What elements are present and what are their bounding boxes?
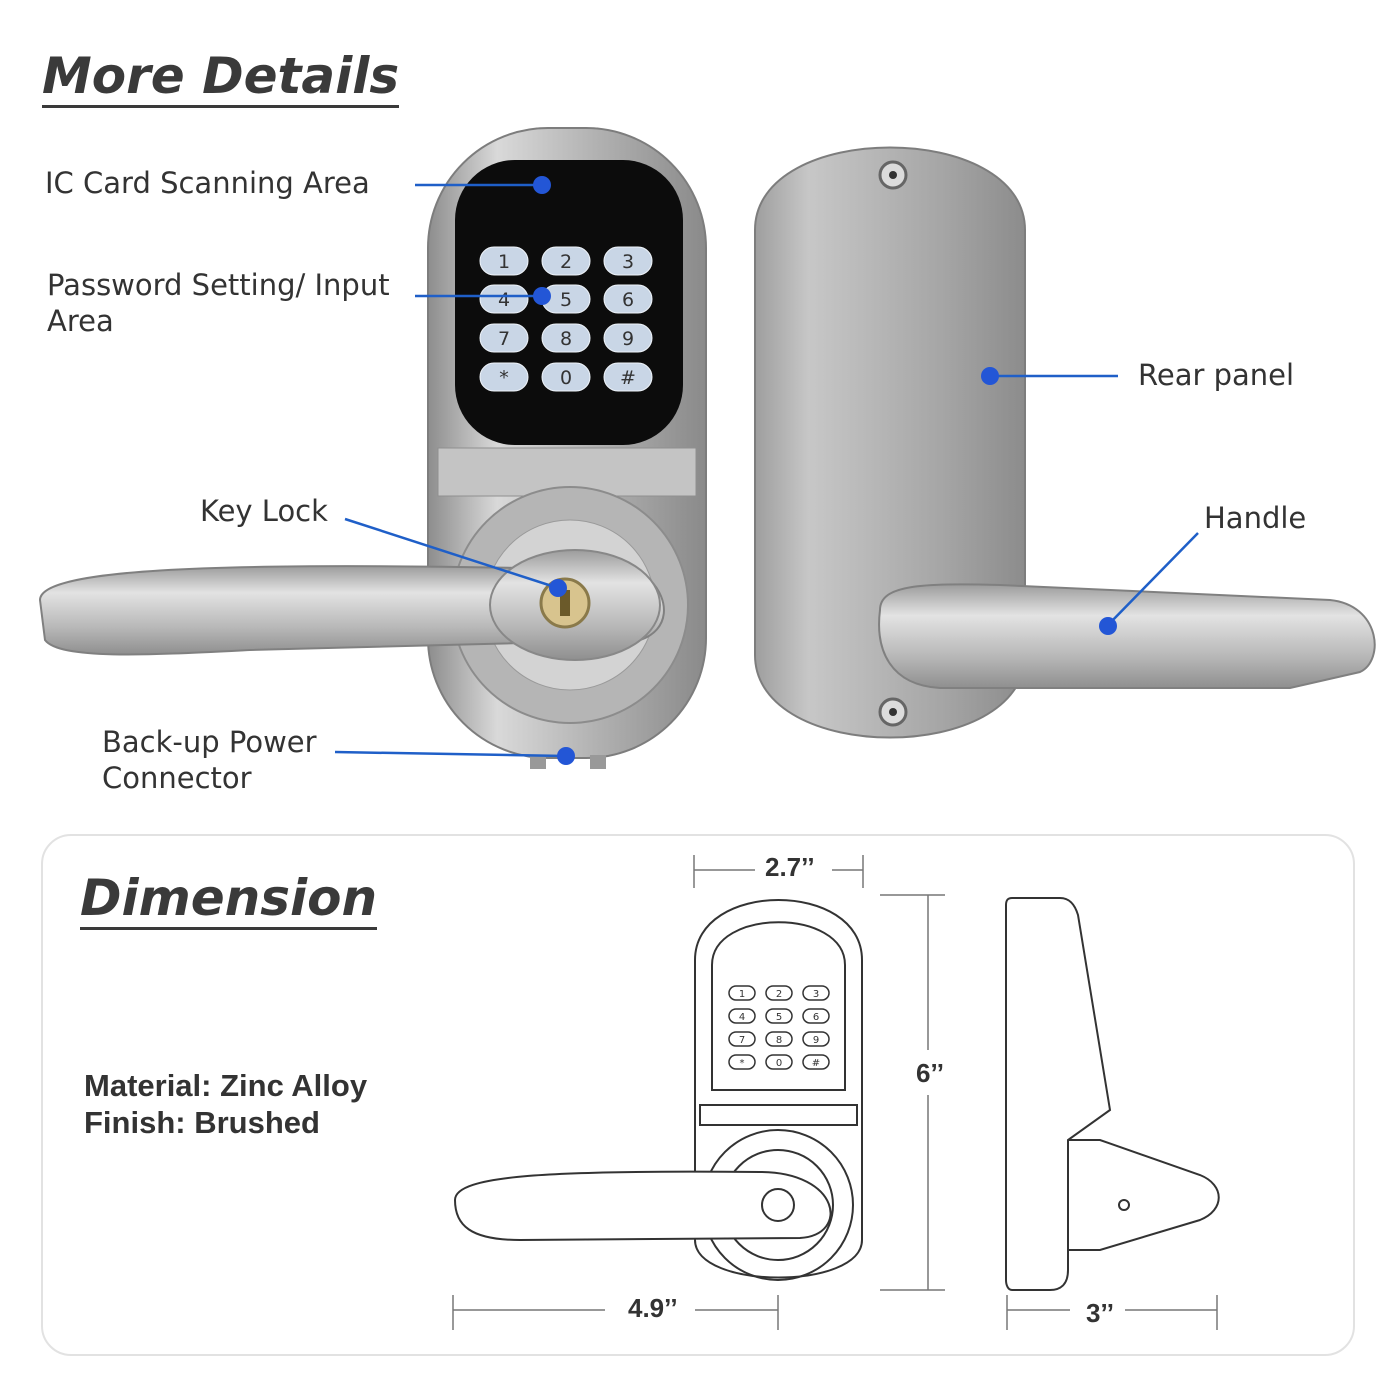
more-details-heading: More Details bbox=[42, 50, 400, 108]
keypad-key-label: 0 bbox=[560, 367, 572, 389]
mini-key-label: * bbox=[740, 1058, 745, 1069]
keypad-key-label: 7 bbox=[498, 328, 510, 350]
keypad-key-label: * bbox=[499, 367, 509, 389]
length-dimension: 4.9’’ bbox=[628, 1293, 678, 1323]
key-lock-label: Key Lock bbox=[200, 494, 328, 528]
keypad-key: 4 bbox=[479, 284, 529, 314]
height-dimension: 6’’ bbox=[916, 1058, 944, 1088]
mini-key: * bbox=[728, 1054, 756, 1070]
keypad-key: 6 bbox=[603, 284, 653, 314]
dimension-panel bbox=[41, 834, 1355, 1356]
keypad-key: * bbox=[479, 362, 529, 392]
keypad-key: 2 bbox=[541, 246, 591, 276]
dot-ic bbox=[533, 176, 551, 194]
rear-lock bbox=[754, 146, 1376, 739]
keypad-keys: 1 2 3 4 5 6 7 8 9 * 0 # bbox=[479, 246, 653, 392]
rear-handle bbox=[878, 583, 1376, 689]
mini-key-label: 4 bbox=[739, 1012, 745, 1023]
ic-card-label: IC Card Scanning Area bbox=[45, 166, 370, 200]
backup-terminal-right bbox=[590, 755, 606, 769]
mini-key: 0 bbox=[765, 1054, 793, 1070]
mini-key-label: 2 bbox=[776, 989, 782, 1000]
mini-key: 4 bbox=[728, 1008, 756, 1024]
keypad-key-label: 5 bbox=[560, 289, 572, 311]
mini-key-label: 7 bbox=[739, 1035, 745, 1046]
keypad-key-label: 6 bbox=[622, 289, 634, 311]
keypad-key-label: 2 bbox=[560, 251, 572, 273]
mini-key: 1 bbox=[728, 985, 756, 1001]
backup-power-label: Back-up Power Connector bbox=[102, 725, 317, 795]
mini-key: 6 bbox=[802, 1008, 830, 1024]
mini-key: 5 bbox=[765, 1008, 793, 1024]
front-lock bbox=[38, 127, 707, 769]
mini-key-label: 1 bbox=[739, 989, 745, 1000]
mini-key-label: 8 bbox=[776, 1035, 782, 1046]
mini-key: 2 bbox=[765, 985, 793, 1001]
material-spec: Material: Zinc Alloy bbox=[84, 1068, 368, 1103]
dot-password bbox=[533, 287, 551, 305]
keypad-key: 0 bbox=[541, 362, 591, 392]
keypad-key-label: 3 bbox=[622, 251, 634, 273]
backup-terminal-left bbox=[530, 755, 546, 769]
rear-panel-label: Rear panel bbox=[1138, 358, 1295, 392]
dot-key bbox=[549, 579, 567, 597]
mini-key: 8 bbox=[765, 1031, 793, 1047]
dot-handle bbox=[1099, 617, 1117, 635]
mini-key-label: 5 bbox=[776, 1012, 782, 1023]
dimension-heading: Dimension bbox=[80, 872, 378, 930]
mini-key-label: 3 bbox=[813, 989, 819, 1000]
keypad-key-label: 8 bbox=[560, 328, 572, 350]
mini-key: 7 bbox=[728, 1031, 756, 1047]
depth-dimension: 3’’ bbox=[1086, 1298, 1114, 1328]
mini-key-label: # bbox=[812, 1058, 820, 1069]
keypad-key: # bbox=[603, 362, 653, 392]
handle-label: Handle bbox=[1204, 501, 1307, 535]
dot-backup bbox=[557, 747, 575, 765]
mini-key-label: 9 bbox=[813, 1035, 819, 1046]
keypad-key: 1 bbox=[479, 246, 529, 276]
dimension-side-drawing bbox=[1005, 897, 1220, 1291]
callout-lines bbox=[334, 183, 1199, 758]
keypad-key-label: 9 bbox=[622, 328, 634, 350]
mini-key: 9 bbox=[802, 1031, 830, 1047]
keypad-key-label: 4 bbox=[498, 289, 510, 311]
dimension-front-drawing bbox=[453, 899, 863, 1281]
keypad-key-label: # bbox=[620, 367, 636, 389]
dimension-guides bbox=[452, 855, 1218, 1330]
width-dimension: 2.7’’ bbox=[765, 852, 815, 882]
mini-key-label: 6 bbox=[813, 1012, 819, 1023]
keypad-key: 9 bbox=[603, 323, 653, 353]
callout-dots bbox=[533, 176, 1117, 765]
mini-key-label: 0 bbox=[776, 1058, 782, 1069]
finish-spec: Finish: Brushed bbox=[84, 1105, 320, 1140]
keypad-key: 8 bbox=[541, 323, 591, 353]
keypad-key: 7 bbox=[479, 323, 529, 353]
dimension-mini-keypad: 1 2 3 4 5 6 7 8 9 * 0 # bbox=[728, 985, 830, 1070]
keypad-key-label: 1 bbox=[498, 251, 510, 273]
dot-rear bbox=[981, 367, 999, 385]
mini-key: # bbox=[802, 1054, 830, 1070]
keypad-key: 3 bbox=[603, 246, 653, 276]
mini-key: 3 bbox=[802, 985, 830, 1001]
password-area-label: Password Setting/ Input Area bbox=[47, 268, 390, 338]
